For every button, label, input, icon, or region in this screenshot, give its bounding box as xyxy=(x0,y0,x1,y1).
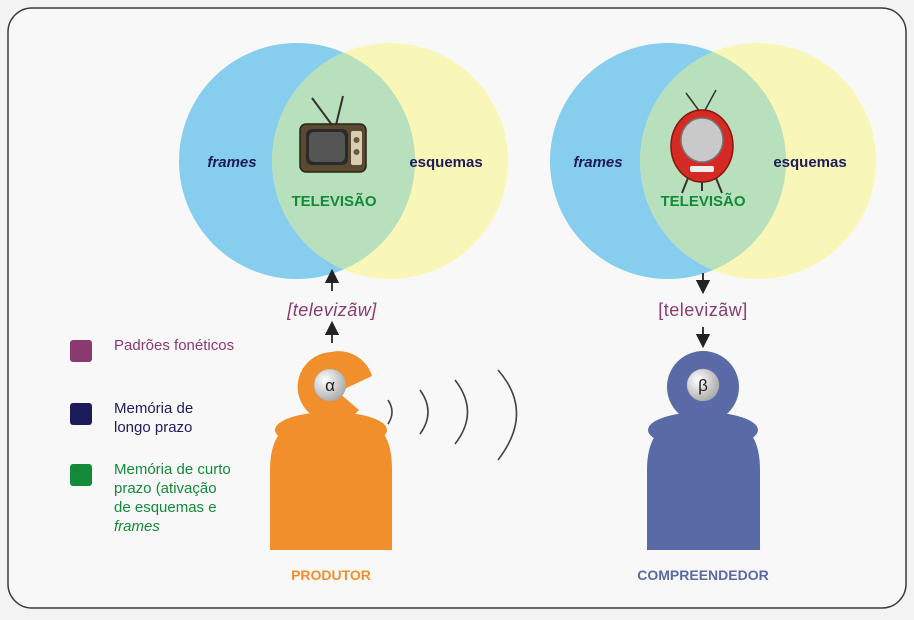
left-overlap xyxy=(272,43,415,279)
legend-label-short-term: Memória de curto prazo (ativação de esqu… xyxy=(114,460,234,536)
right-phonetic-label: [televizãw] xyxy=(658,300,748,320)
right-venn: frames esquemas TELEVISÃO xyxy=(550,43,876,279)
produtor-figure: α xyxy=(270,351,392,550)
legend-swatch-phonetic xyxy=(70,340,92,362)
sound-wave-3 xyxy=(454,379,469,445)
sound-wave-4 xyxy=(497,369,518,461)
legend-label-phonetic: Padrões fonéticos xyxy=(114,337,235,354)
compreendedor-figure: β xyxy=(647,351,760,550)
sound-waves xyxy=(387,369,518,461)
legend-swatch-long-term xyxy=(70,403,92,425)
beta-ball xyxy=(686,368,720,402)
sound-wave-1 xyxy=(387,399,393,425)
right-esquemas-label: esquemas xyxy=(773,154,846,171)
sound-wave-2 xyxy=(419,389,429,435)
legend-short-term-italic: frames xyxy=(114,518,160,535)
legend-short-term-text: Memória de curto prazo (ativação de esqu… xyxy=(114,461,231,516)
legend-label-long-term: Memória de longo prazo xyxy=(114,400,194,436)
beta-symbol: β xyxy=(698,376,708,395)
left-venn: frames esquemas TELEVISÃO xyxy=(179,43,508,279)
right-frames-label: frames xyxy=(573,154,622,171)
right-concept-label: TELEVISÃO xyxy=(660,192,745,210)
red-retro-tv-icon xyxy=(670,89,734,194)
right-overlap xyxy=(640,43,786,279)
legend-swatch-short-term xyxy=(70,464,92,486)
alpha-symbol: α xyxy=(325,376,335,395)
left-concept-label: TELEVISÃO xyxy=(291,192,376,210)
vintage-tv-icon xyxy=(299,95,367,173)
alpha-ball xyxy=(313,368,347,402)
compreendedor-label: COMPREENDEDOR xyxy=(637,567,768,583)
left-esquemas-label: esquemas xyxy=(409,154,482,171)
left-frames-label: frames xyxy=(207,154,256,171)
produtor-label: PRODUTOR xyxy=(291,567,371,583)
left-phonetic-label: [televizãw] xyxy=(286,300,377,320)
